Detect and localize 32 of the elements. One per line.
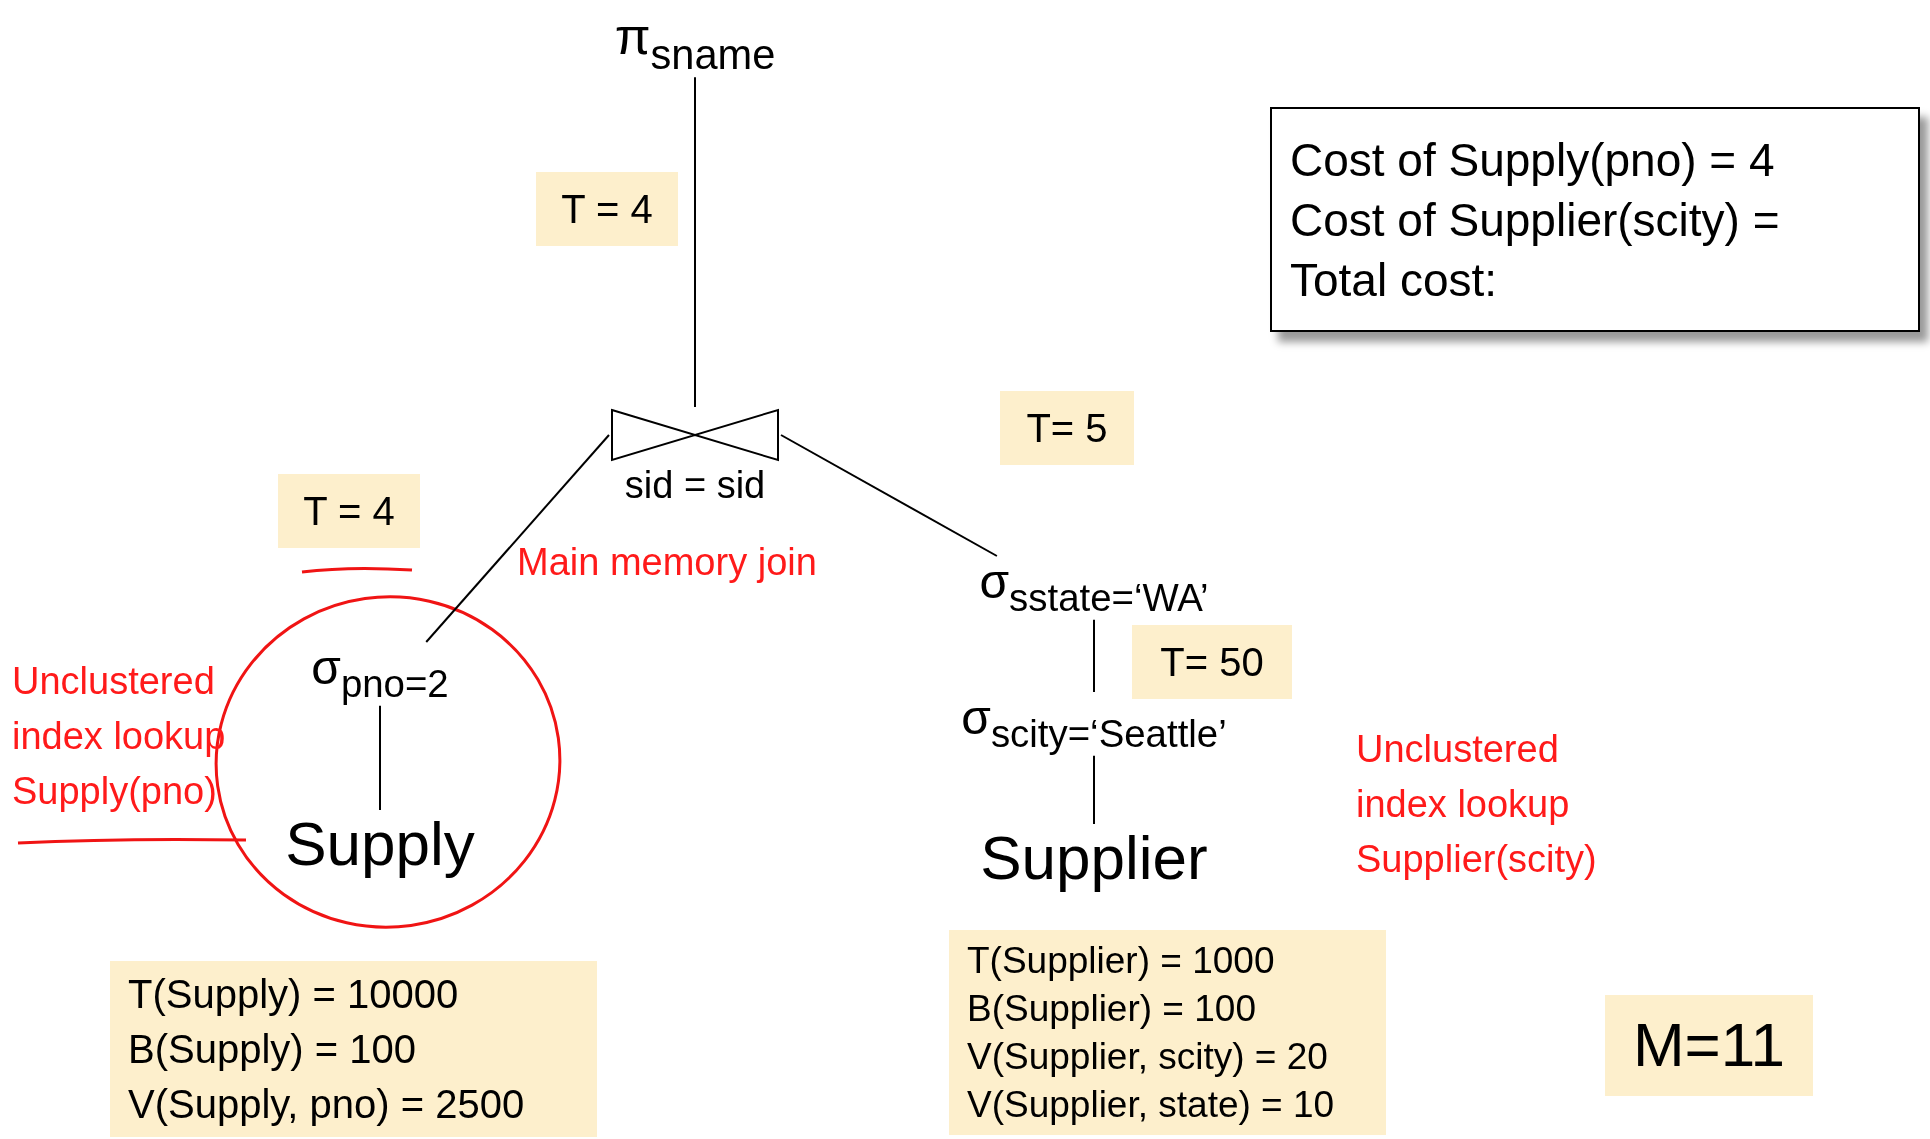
relation-name: Supplier	[980, 824, 1208, 893]
statistics-box	[949, 930, 1386, 1135]
tree-edge	[694, 76, 696, 408]
annotation-note: Main memory join	[517, 540, 818, 585]
statistic-line: V(Supply, pno) = 2500	[128, 1080, 525, 1128]
cost-box	[1270, 107, 1920, 332]
selection-operator: σ$_{sstate=‘WA’}$	[979, 556, 1209, 620]
join-condition: sid = sid	[624, 463, 766, 507]
tree-edge	[780, 434, 998, 557]
memory-label-box: M=11	[1605, 995, 1813, 1096]
cost-line: Cost of Supplier(scity) =	[1290, 192, 1781, 248]
tree-edge	[379, 704, 381, 811]
statistic-line: T(Supplier) = 1000	[967, 938, 1275, 983]
tree-edge	[1093, 754, 1095, 825]
statistic-line: V(Supplier, state) = 10	[967, 1082, 1335, 1127]
annotation-note: Unclustered index lookup Supplier(scity)	[1356, 727, 1598, 882]
statistic-line: V(Supplier, scity) = 20	[967, 1034, 1328, 1079]
projection-operator: π$_{sname}$	[614, 8, 776, 78]
cost-line: Cost of Supply(pno) = 4	[1290, 132, 1776, 188]
statistic-line: B(Supply) = 100	[128, 1025, 416, 1073]
tree-edge	[1093, 618, 1095, 693]
tuple-count-box: T= 50	[1132, 625, 1292, 699]
tuple-count-box: T= 5	[1000, 391, 1134, 465]
selection-operator: σ$_{pno=2}$	[311, 642, 449, 706]
statistic-line: T(Supply) = 10000	[128, 970, 459, 1018]
cost-line: Total cost:	[1290, 252, 1499, 308]
relation-name: Supply	[285, 810, 475, 879]
tuple-count-box: T = 4	[278, 474, 420, 548]
tree-edge	[425, 434, 610, 643]
statistics-box	[110, 961, 597, 1137]
statistic-line: B(Supplier) = 100	[967, 986, 1256, 1031]
tuple-count-box: T = 4	[536, 172, 678, 246]
